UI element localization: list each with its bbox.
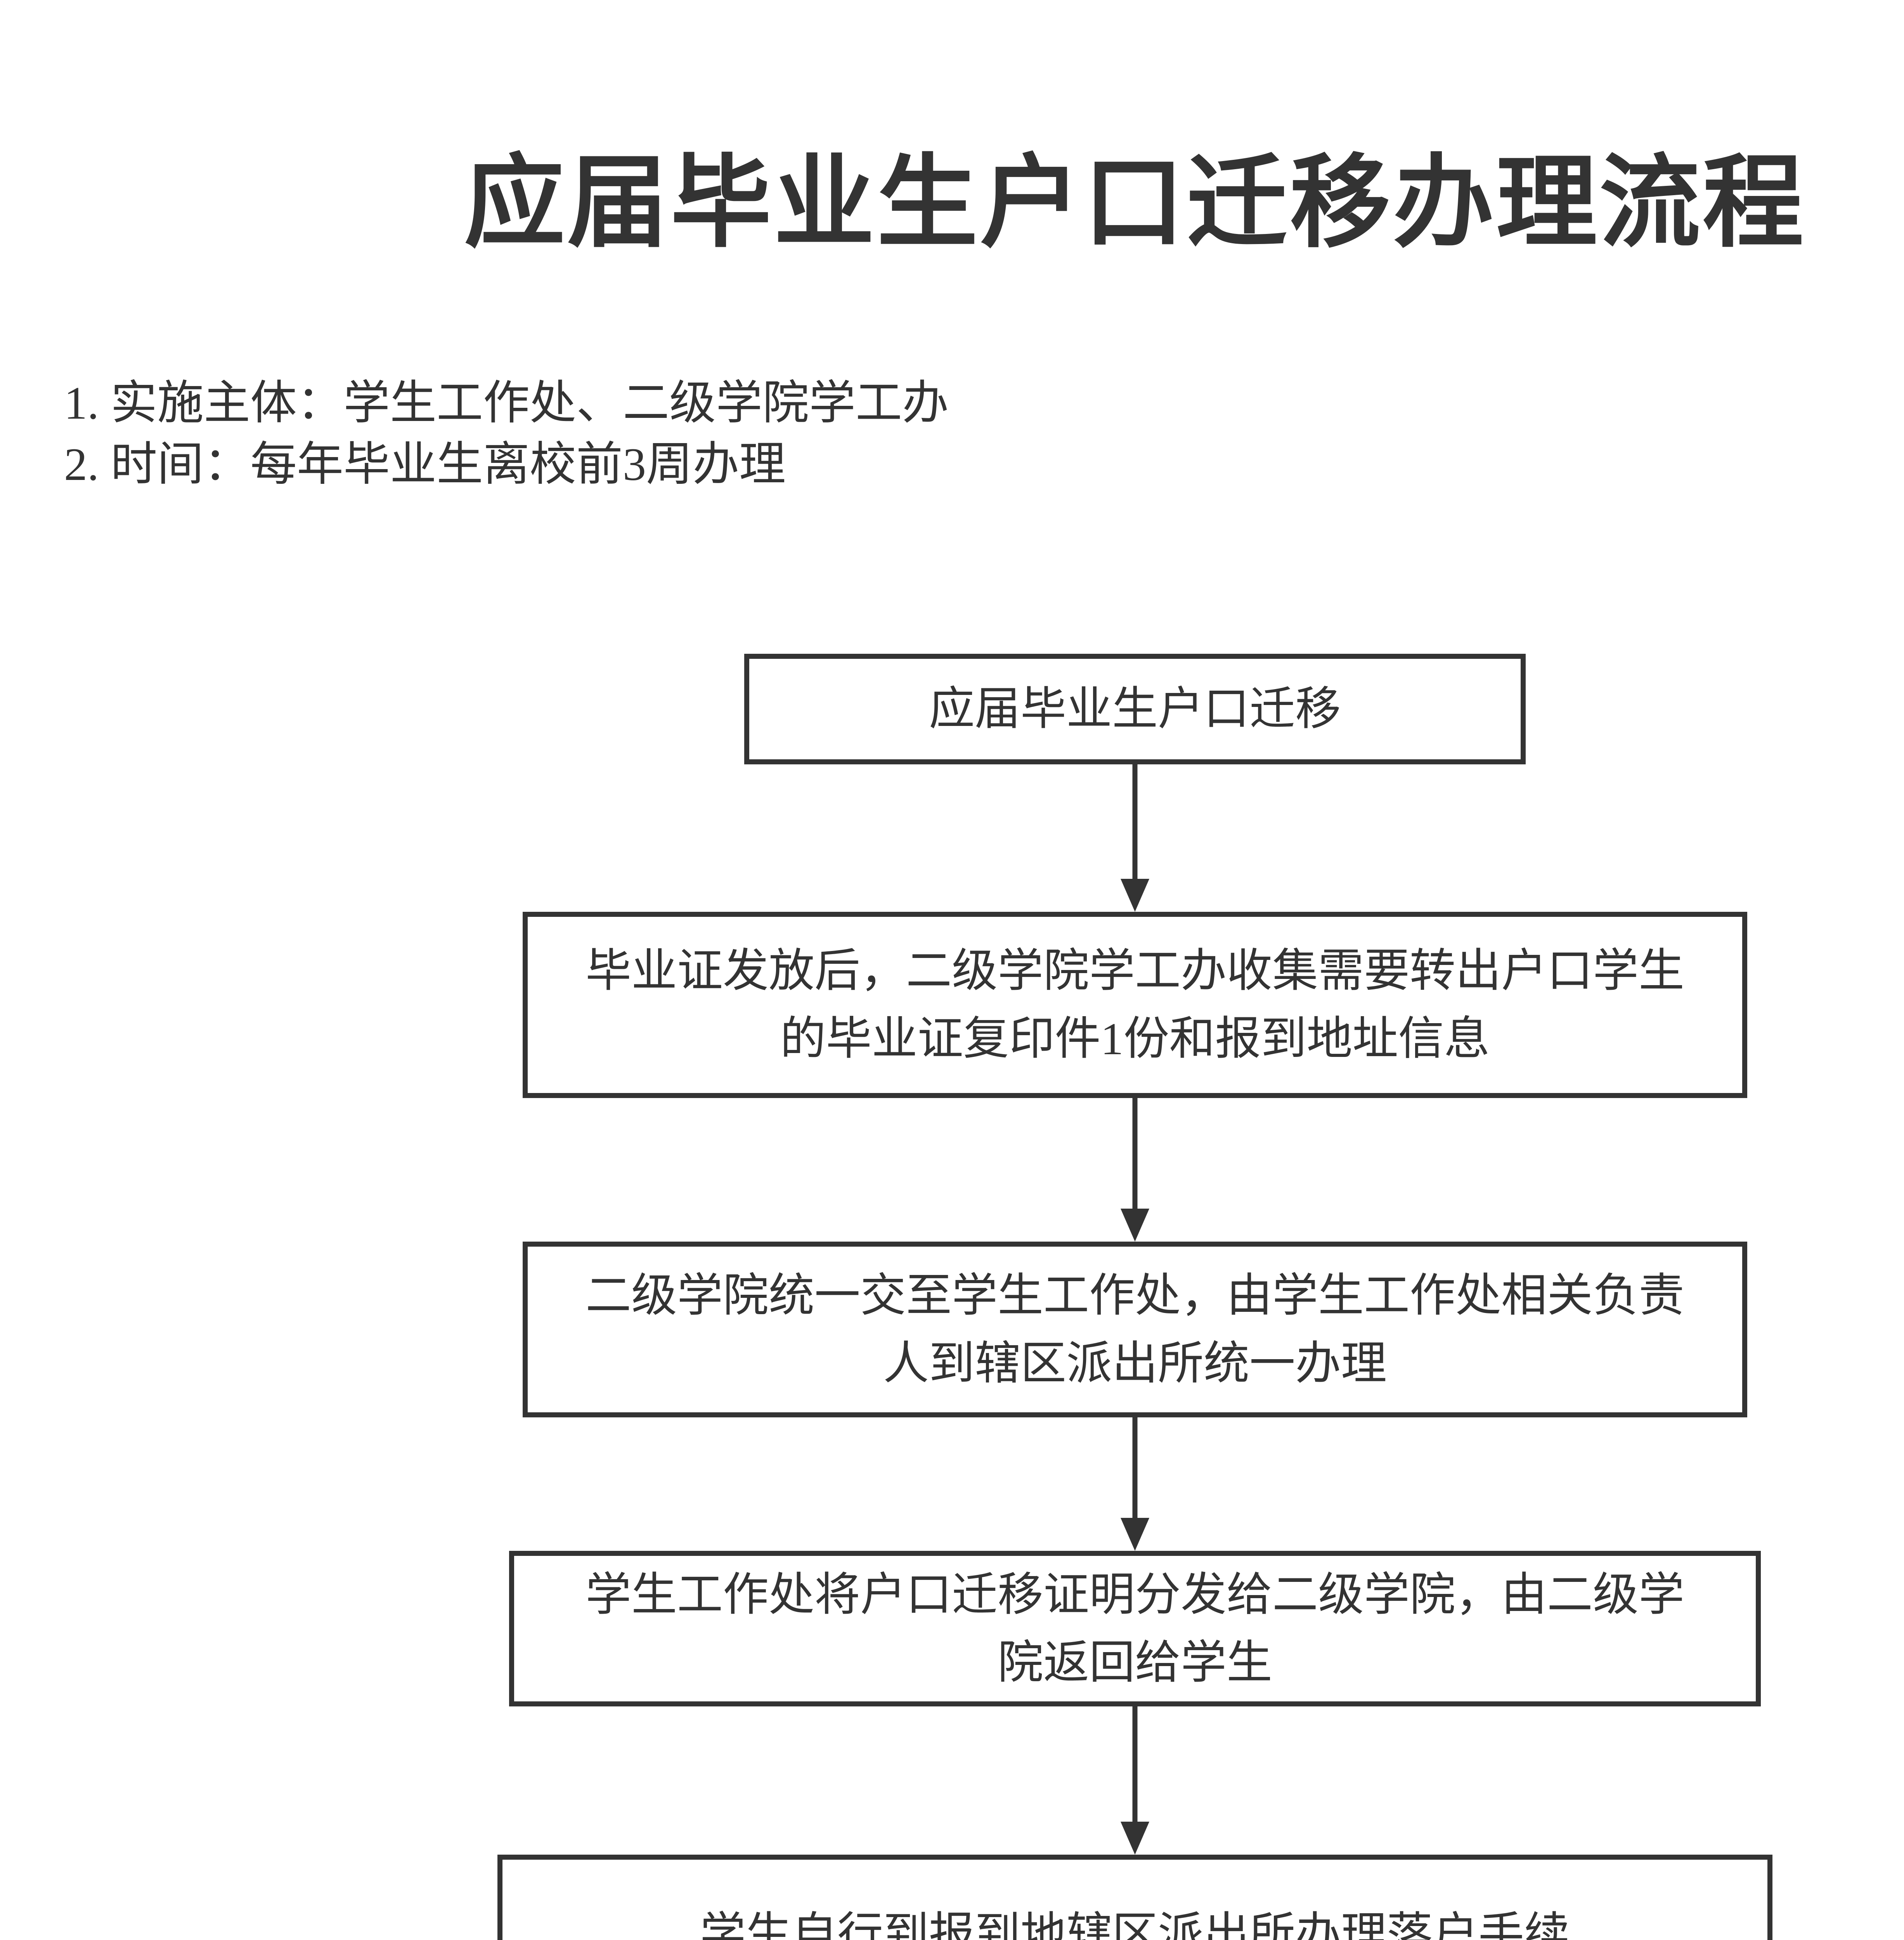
flow-step-2-label: 毕业证发放后，二级学院学工办收集需要转出户口学生 的毕业证复印件1份和报到地址信…	[585, 946, 1684, 1064]
flow-step-3-label: 二级学院统一交至学生工作处，由学生工作处相关负责 人到辖区派出所统一办理	[585, 1270, 1684, 1389]
arrow-head-icon	[1121, 1518, 1149, 1551]
arrow-line	[1132, 1417, 1138, 1520]
flow-step-4: 学生工作处将户口迁移证明分发给二级学院，由二级学 院返回给学生	[509, 1551, 1761, 1706]
down-arrow-4	[1118, 1706, 1152, 1855]
down-arrow-3	[1118, 1417, 1152, 1551]
arrow-head-icon	[1121, 1822, 1149, 1855]
flow-step-5-label: 学生自行到报到地辖区派出所办理落户手续	[700, 1909, 1570, 1940]
page-title: 应届毕业生户口迁移办理流程	[464, 148, 1806, 260]
down-arrow-1	[1118, 764, 1152, 912]
down-arrow-2	[1118, 1098, 1152, 1242]
flow-step-1: 应届毕业生户口迁移	[744, 654, 1526, 764]
note-line-1: 1. 实施主体：学生工作处、二级学院学工办	[64, 377, 949, 429]
note-line-2: 2. 时间：每年毕业生离校前3周办理	[64, 438, 786, 490]
arrow-line	[1132, 1098, 1138, 1211]
flow-step-3: 二级学院统一交至学生工作处，由学生工作处相关负责 人到辖区派出所统一办理	[523, 1242, 1747, 1417]
arrow-head-icon	[1121, 879, 1149, 912]
flow-step-4-label: 学生工作处将户口迁移证明分发给二级学院，由二级学 院返回给学生	[585, 1569, 1684, 1688]
notes-list: 1. 实施主体：学生工作处、二级学院学工办 2. 时间：每年毕业生离校前3周办理	[64, 372, 949, 495]
arrow-head-icon	[1121, 1209, 1149, 1242]
flow-step-5: 学生自行到报到地辖区派出所办理落户手续	[497, 1855, 1772, 1940]
arrow-line	[1132, 764, 1138, 881]
flow-step-2: 毕业证发放后，二级学院学工办收集需要转出户口学生 的毕业证复印件1份和报到地址信…	[523, 912, 1747, 1098]
arrow-line	[1132, 1706, 1138, 1824]
flow-step-1-label: 应届毕业生户口迁移	[929, 684, 1341, 734]
